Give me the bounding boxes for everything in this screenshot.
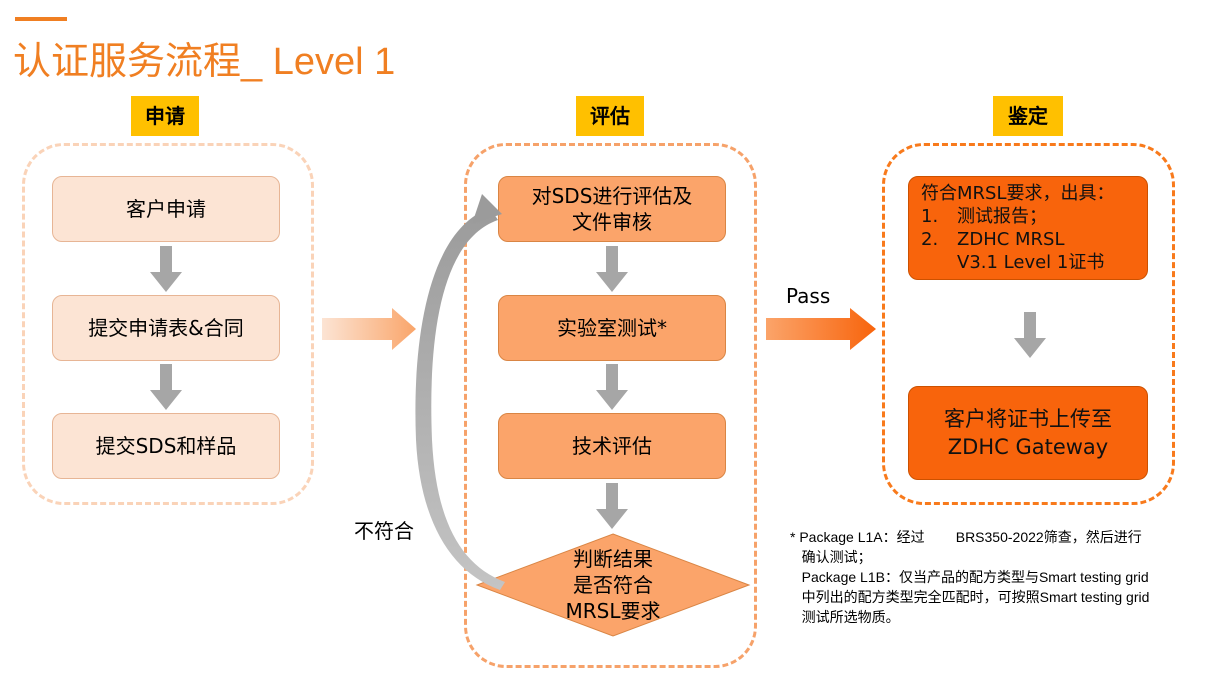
evaluate-group	[464, 143, 757, 668]
certify-group	[882, 143, 1175, 505]
step-sds-review: 对SDS进行评估及 文件审核	[498, 176, 726, 242]
certificate-result-box: 符合MRSL要求，出具： 1. 测试报告； 2. ZDHC MRSL V3.1 …	[908, 176, 1148, 280]
result-item-text: 测试报告；	[957, 206, 1047, 227]
result-item: V3.1 Level 1证书	[921, 251, 1104, 274]
footnote-line: 确认测试；	[790, 549, 872, 565]
decision-diamond	[475, 532, 751, 642]
result-heading: 符合MRSL要求，出具：	[921, 183, 1115, 204]
result-item-number: 1.	[921, 206, 939, 227]
result-item: 2. ZDHC MRSL	[921, 228, 1065, 251]
result-item: 1. 测试报告；	[921, 205, 1047, 228]
stage-label-evaluate: 评估	[576, 96, 644, 136]
page-title: 认证服务流程_ Level 1	[13, 41, 396, 83]
step-submit-sds: 提交SDS和样品	[52, 413, 280, 479]
down-arrow-icon	[150, 246, 182, 292]
decision-line: 是否符合	[573, 573, 653, 597]
step-tech-eval: 技术评估	[498, 413, 726, 479]
down-arrow-icon	[1014, 312, 1046, 358]
step-customer-apply: 客户申请	[52, 176, 280, 242]
fail-loop-arrow-icon	[410, 180, 520, 600]
footnote-line: * Package L1A：经过 BRS350-2022筛查，然后进行	[790, 529, 1142, 545]
title-accent-bar	[15, 17, 67, 21]
upload-gateway-box: 客户将证书上传至 ZDHC Gateway	[908, 386, 1148, 480]
decision-line: MRSL要求	[565, 599, 661, 623]
stage-label-certify: 鉴定	[993, 96, 1063, 136]
footnote-line: 测试所选物质。	[790, 609, 900, 625]
pass-label: Pass	[786, 284, 831, 308]
down-arrow-icon	[150, 364, 182, 410]
pass-arrow-icon	[766, 308, 876, 350]
footnote-line: Package L1B：仅当产品的配方类型与Smart testing grid	[790, 569, 1149, 585]
decision-line: 判断结果	[573, 547, 653, 571]
down-arrow-icon	[596, 364, 628, 410]
down-arrow-icon	[596, 246, 628, 292]
fail-label: 不符合	[354, 519, 414, 543]
footnote: * Package L1A：经过 BRS350-2022筛查，然后进行 确认测试…	[790, 527, 1210, 627]
result-item-number: 2.	[921, 229, 939, 250]
flow-arrow-icon	[322, 308, 416, 350]
result-item-text: V3.1 Level 1证书	[957, 252, 1105, 273]
result-item-text: ZDHC MRSL	[957, 229, 1065, 250]
decision-label: 判断结果 是否符合 MRSL要求	[520, 542, 706, 628]
result-item-number	[921, 251, 957, 274]
apply-group	[22, 143, 314, 505]
step-lab-test: 实验室测试*	[498, 295, 726, 361]
step-submit-form: 提交申请表&合同	[52, 295, 280, 361]
stage-label-apply: 申请	[131, 96, 199, 136]
down-arrow-icon	[596, 483, 628, 529]
footnote-line: 中列出的配方类型完全匹配时，可按照Smart testing grid	[790, 589, 1150, 605]
